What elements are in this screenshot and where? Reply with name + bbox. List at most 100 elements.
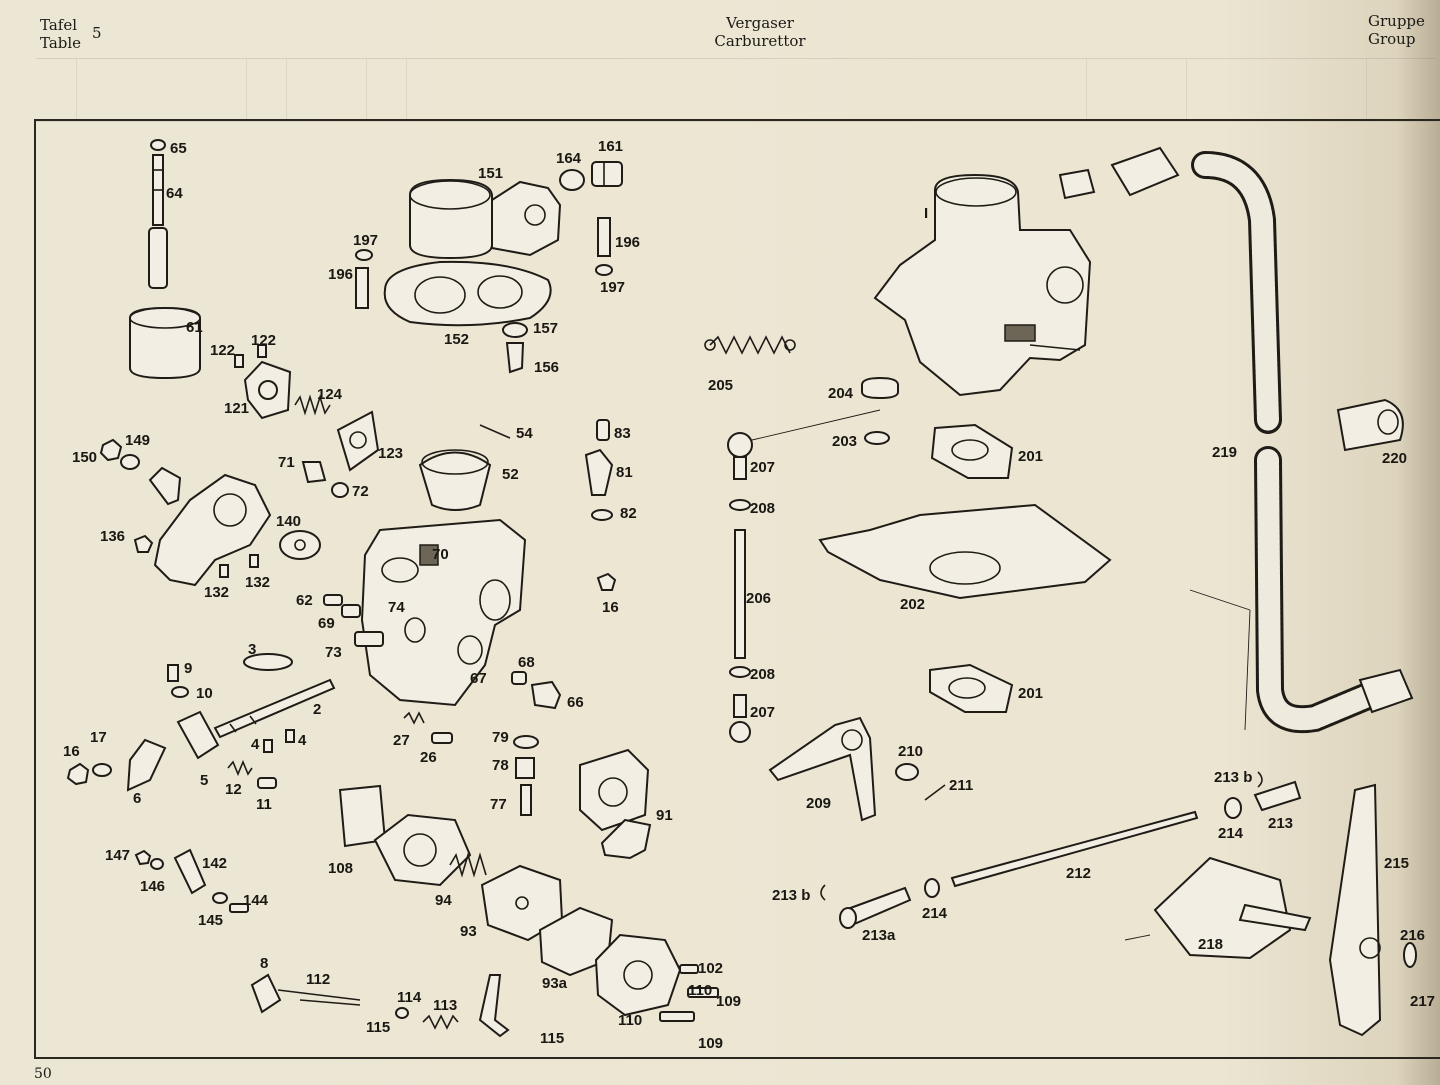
label-212: 212: [1066, 865, 1091, 882]
label-151: 151: [478, 165, 503, 182]
label-145: 145: [198, 912, 223, 929]
label-114: 114: [397, 989, 422, 1006]
part-207-ball-joints: [727, 432, 753, 743]
part-61-float: [129, 306, 201, 380]
label-201: 201: [1018, 685, 1043, 702]
label-216: 216: [1400, 927, 1425, 944]
label-149: 149: [125, 432, 150, 449]
table-label: Table: [40, 34, 82, 52]
part-140-plunger: [279, 530, 321, 560]
label-122: 122: [251, 332, 276, 349]
label-4: 4: [251, 736, 260, 753]
show-through-table-header: [36, 58, 1436, 122]
part-pump-body: [373, 813, 472, 887]
label-27: 27: [393, 732, 410, 749]
label-213a: 213a: [862, 927, 896, 944]
part-209-lever: [768, 716, 877, 822]
part-4-12-11-screws: [227, 729, 295, 789]
page-number: 50: [34, 1066, 52, 1082]
label-109: 109: [716, 993, 741, 1010]
table-header: Tafel Table 5: [40, 16, 102, 52]
part-201-spacer-lower: [929, 663, 1014, 713]
label-81: 81: [616, 464, 633, 481]
label-102: 102: [698, 960, 723, 977]
label-77: 77: [490, 796, 507, 813]
title-german: Vergaser: [726, 14, 794, 32]
part-5-lever: [176, 710, 220, 760]
label-72: 72: [352, 483, 369, 500]
label-108: 108: [328, 860, 353, 877]
part-123-diaphragm: [336, 410, 380, 472]
label-123: 123: [378, 445, 403, 462]
part-83-81-82-idle-jet: [584, 419, 614, 521]
part-64-needle: [148, 154, 168, 289]
label-210: 210: [898, 743, 923, 760]
part-91-pump-upper: [579, 748, 652, 860]
label-164: 164: [556, 150, 582, 167]
label-144: 144: [243, 892, 269, 909]
diagram-frame: [34, 119, 1440, 1059]
label-16: 16: [602, 599, 619, 616]
label-52: 52: [502, 466, 519, 483]
leader-lines: [751, 409, 1251, 941]
label-213: 213: [1268, 815, 1293, 832]
part-136-nut: [133, 534, 154, 553]
part-65-screw: [150, 139, 166, 151]
label-197: 197: [353, 232, 378, 249]
part-71-72-jet: [301, 461, 349, 498]
part-accel-pump-housing: [148, 466, 272, 587]
part-6-lever-arm: [126, 738, 167, 792]
label-219: 219: [1212, 444, 1237, 461]
label-9: 9: [184, 660, 192, 677]
label-156: 156: [534, 359, 559, 376]
label-93a: 93a: [542, 975, 568, 992]
label-122: 122: [210, 342, 235, 359]
label-66: 66: [567, 694, 584, 711]
part-213-pin: [1253, 780, 1302, 812]
label-132: 132: [204, 584, 229, 601]
page-title: Vergaser Carburettor: [700, 14, 820, 50]
label-110: 110: [688, 982, 712, 999]
label-211: 211: [949, 777, 973, 794]
part-142-lever: [173, 848, 207, 895]
part-16-17-nut-washer: [66, 762, 112, 786]
label-208: 208: [750, 666, 775, 683]
label-205: 205: [708, 377, 733, 394]
part-213a-pin: [839, 886, 912, 929]
label-218: 218: [1198, 936, 1223, 953]
label-220: 220: [1382, 450, 1407, 467]
label-83: 83: [614, 425, 631, 442]
label-54: 54: [516, 425, 533, 442]
part-main-body: [360, 518, 527, 707]
label-74: 74: [388, 599, 405, 616]
label-70: 70: [432, 546, 449, 563]
gruppe-label: Gruppe: [1368, 12, 1425, 30]
label-150: 150: [72, 449, 97, 466]
part-62-69-73-jets: [323, 594, 384, 647]
label-124: 124: [317, 386, 343, 403]
part-164-161-fitting: [559, 161, 623, 191]
label-209: 209: [806, 795, 831, 812]
group-header: Gruppe Group: [1368, 12, 1425, 48]
part-114-115-113-spring: [395, 974, 510, 1038]
label-62: 62: [296, 592, 313, 609]
label-215: 215: [1384, 855, 1409, 872]
label-203: 203: [832, 433, 857, 450]
part-218-bracket: [1153, 856, 1312, 960]
part-102-110-109-screws: [659, 964, 719, 1022]
label-109: 109: [698, 1035, 723, 1052]
label-197: 197: [600, 279, 625, 296]
part-121-cover: [243, 360, 292, 420]
part-206-threaded-rod: [734, 529, 746, 659]
part-2-throttle-shaft: [213, 678, 336, 739]
part-68-67-66-jets: [511, 671, 562, 710]
label-115: 115: [366, 1019, 390, 1036]
label-2: 2: [313, 701, 321, 718]
label-161: 161: [598, 138, 623, 155]
label-207: 207: [750, 704, 775, 721]
label-64: 64: [166, 185, 183, 202]
part-3-throttle-plate: [243, 653, 293, 671]
table-number: 5: [92, 24, 102, 42]
group-label: Group: [1368, 30, 1416, 48]
label-146: 146: [140, 878, 165, 895]
